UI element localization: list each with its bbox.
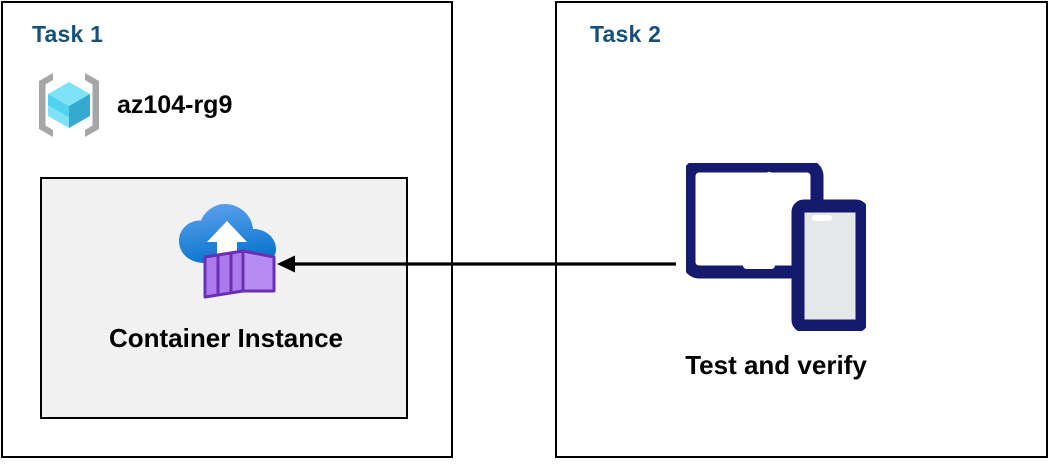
test-and-verify-label: Test and verify xyxy=(685,350,867,380)
panel-task-1: Task 1 az104-rg9 xyxy=(1,1,453,458)
panel-title-task-1: Task 1 xyxy=(32,21,104,47)
container-instance-label: Container Instance xyxy=(108,323,344,353)
panel-title-task-2: Task 2 xyxy=(590,21,662,47)
resource-group-label: az104-rg9 xyxy=(117,90,233,119)
azure-resource-group-icon xyxy=(33,69,105,141)
resource-group-row: az104-rg9 xyxy=(33,69,232,141)
container-instance-box: Container Instance xyxy=(40,177,408,419)
